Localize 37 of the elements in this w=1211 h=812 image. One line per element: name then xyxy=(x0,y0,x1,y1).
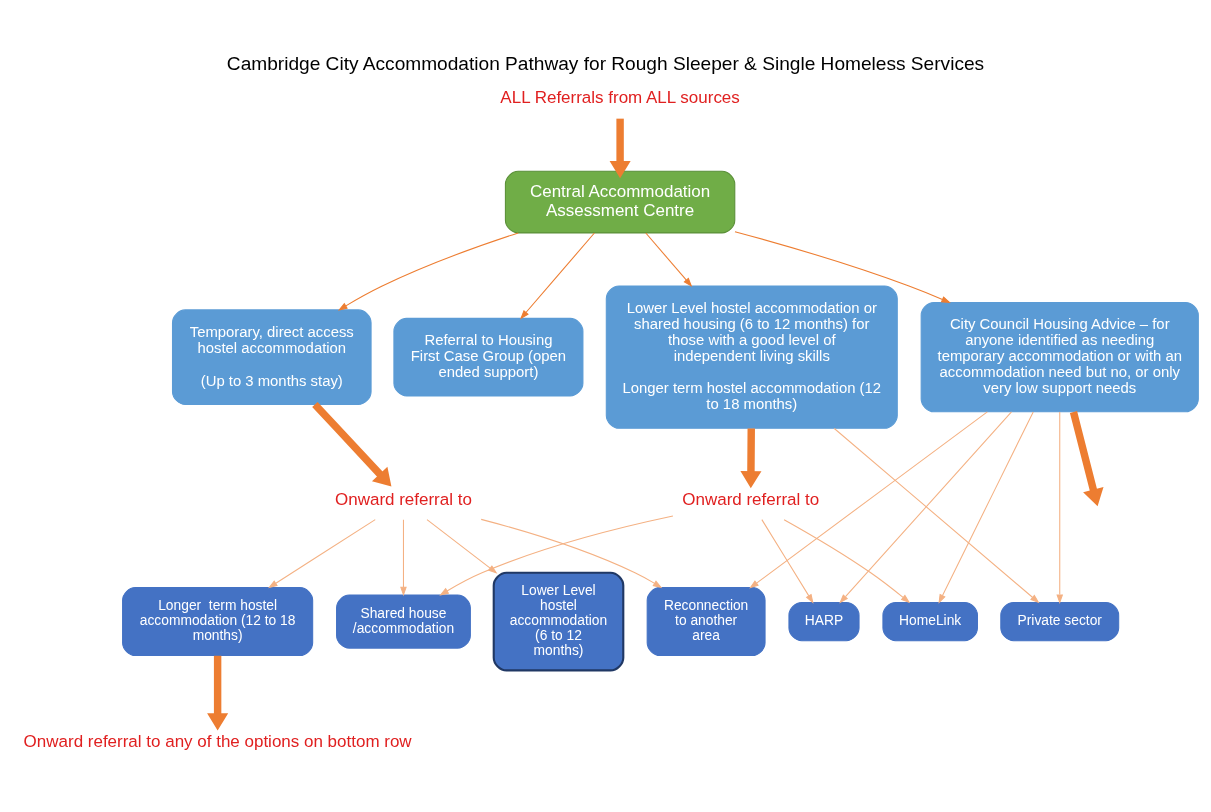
arrow xyxy=(938,411,1034,604)
node-text: Onward referral to any of the options on bottom row xyxy=(23,731,412,751)
arrow xyxy=(268,519,376,589)
node-box: City Council Housing Advice – for anyone identified as needing temporary accommodation or with an accommodation need but no, or only very low support needs xyxy=(920,301,1199,413)
arrow xyxy=(312,401,392,487)
arrow xyxy=(520,232,595,320)
arrow xyxy=(426,519,498,574)
arrow xyxy=(783,519,911,604)
node-box: HomeLink xyxy=(882,601,978,642)
node-box: Shared house /accommodation xyxy=(336,594,471,649)
arrow xyxy=(839,411,1012,604)
arrow xyxy=(734,231,951,304)
arrow xyxy=(480,518,663,589)
arrow xyxy=(749,411,988,589)
arrow xyxy=(439,515,674,596)
node-box: Reconnection to another area xyxy=(646,587,766,657)
arrow xyxy=(337,232,519,311)
node-box: Temporary, direct access hostel accommodation (Up to 3 months stay) xyxy=(171,309,372,405)
arrow xyxy=(1056,411,1064,604)
arrow xyxy=(207,655,229,731)
node-box: Private sector xyxy=(1000,601,1120,642)
arrow xyxy=(1069,411,1104,507)
node-box: Central Accommodation Assessment Centre xyxy=(504,170,736,234)
node-text: Onward referral to xyxy=(682,489,820,509)
node-box: Lower Level hostel accommodation or shared housing (6 to 12 months) for those with a good level of independent living skills Longer term hostel accommodation (12 to 18 months) xyxy=(605,285,898,429)
node-text: ALL Referrals from ALL sources xyxy=(500,88,740,108)
node-box: Longer term hostel accommodation (12 to 18 months) xyxy=(122,587,314,657)
node-text: Onward referral to xyxy=(335,489,472,509)
arrow xyxy=(645,232,693,287)
arrow xyxy=(761,519,814,604)
arrow xyxy=(833,427,1040,604)
diagram-title: Cambridge City Accommodation Pathway for Rough Sleeper & Single Homeless Services xyxy=(226,52,985,74)
arrow xyxy=(740,428,762,489)
arrow xyxy=(400,519,407,597)
node-box: Referral to Housing First Case Group (open ended support) xyxy=(393,317,584,397)
node-box: HARP xyxy=(788,601,860,642)
node-box: Lower Level hostel accommodation (6 to 12 months) xyxy=(492,571,625,672)
